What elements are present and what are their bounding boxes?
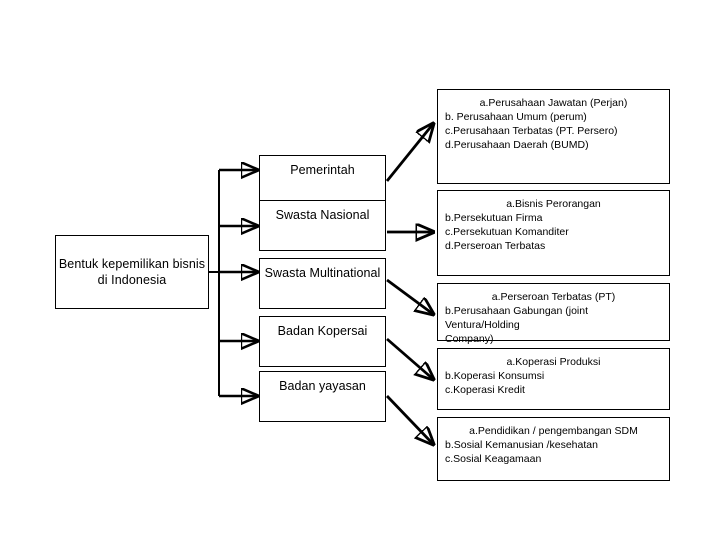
detail-item: a.Perusahaan Jawatan (Perjan) (479, 97, 628, 109)
detail-item: c.Koperasi Kredit (445, 384, 525, 396)
detail-item: Company) (445, 333, 494, 345)
detail-node-badan-yayasan[interactable]: a.Pendidikan / pengembangan SDM b.Sosial… (437, 417, 670, 481)
detail-node-pemerintah[interactable]: a.Perusahaan Jawatan (Perjan) b. Perusah… (437, 89, 670, 184)
detail-item: b.Koperasi Konsumsi (445, 370, 545, 382)
category-node-badan-kopersai[interactable]: Badan Kopersai (259, 316, 386, 367)
detail-item: c.Sosial Keagamaan (445, 453, 542, 465)
root-node-label-line1: Bentuk kepemilikan bisnis (58, 257, 206, 271)
category-node-swasta-multinational[interactable]: Swasta Multinational (259, 258, 386, 309)
detail-item: a.Perseroan Terbatas (PT) (491, 291, 616, 303)
category-node-label: Swasta Nasional (275, 208, 370, 222)
detail-node-badan-kopersai[interactable]: a.Koperasi Produksi b.Koperasi Konsumsi … (437, 348, 670, 410)
link-pemerintah-to-detail (385, 124, 433, 182)
link-badan-yayasan-to-detail (385, 395, 433, 444)
category-node-badan-yayasan[interactable]: Badan yayasan (259, 371, 386, 422)
category-node-label: Pemerintah (290, 163, 355, 177)
root-node-label-line2: di Indonesia (97, 273, 167, 287)
detail-item: a.Koperasi Produksi (506, 356, 601, 368)
root-node-label: Bentuk kepemilikan bisnis di Indonesia (59, 256, 205, 288)
detail-item: b. Perusahaan Umum (perum) (445, 111, 587, 123)
detail-item: a.Pendidikan / pengembangan SDM (469, 425, 638, 437)
link-badan-kopersai-to-detail (386, 337, 433, 379)
category-node-label: Swasta Multinational (264, 266, 381, 280)
root-node-bentuk-kepemilikan-bisnis[interactable]: Bentuk kepemilikan bisnis di Indonesia (55, 235, 209, 309)
detail-item: c.Perusahaan Terbatas (PT. Persero) (445, 125, 618, 137)
link-swasta-multinational-to-detail (386, 278, 433, 314)
detail-item: d.Perusahaan Daerah (BUMD) (445, 139, 589, 151)
detail-item: b.Sosial Kemanusian /kesehatan (445, 439, 598, 451)
detail-item: d.Perseroan Terbatas (445, 240, 546, 252)
detail-item: a.Bisnis Perorangan (506, 198, 601, 210)
detail-item: b.Perusahaan Gabungan (joint Ventura/Hol… (445, 305, 589, 331)
category-node-label: Badan Kopersai (277, 324, 368, 338)
detail-node-swasta-multinational[interactable]: a.Perseroan Terbatas (PT) b.Perusahaan G… (437, 283, 670, 345)
category-node-label: Badan yayasan (279, 379, 366, 393)
detail-item: b.Persekutuan Firma (445, 212, 543, 224)
category-node-pemerintah[interactable]: Pemerintah (259, 155, 386, 206)
detail-item: c.Persekutuan Komanditer (445, 226, 569, 238)
category-node-swasta-nasional[interactable]: Swasta Nasional (259, 200, 386, 251)
detail-node-swasta-nasional[interactable]: a.Bisnis Perorangan b.Persekutuan Firma … (437, 190, 670, 276)
